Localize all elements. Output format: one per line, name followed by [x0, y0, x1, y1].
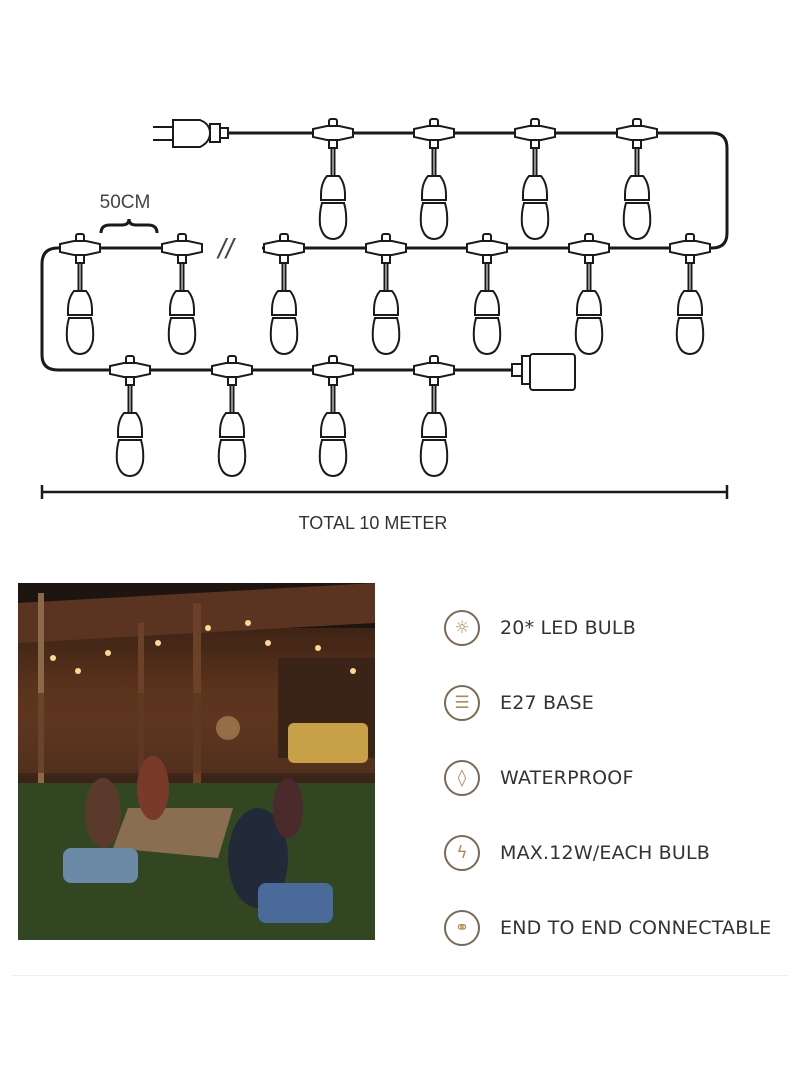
patio-lifestyle-photo [18, 583, 375, 940]
connector-icon: ⚭ [444, 910, 480, 946]
plug-icon [153, 119, 229, 148]
string-light-diagram: // 50CM TOTAL 10 METER [40, 118, 729, 533]
bulb-socket-icon [59, 233, 101, 356]
feature-item: ☰ E27 BASE [444, 685, 594, 721]
bulb-socket-icon [568, 233, 610, 356]
water-drop-icon: ◊ [444, 760, 480, 796]
total-length-ruler [40, 485, 729, 499]
bulb-socket-icon [312, 118, 354, 241]
feature-item: ϟ MAX.12W/EACH BULB [444, 835, 710, 871]
bulb-socket-icon [514, 118, 556, 241]
cable [40, 131, 729, 372]
feature-label: E27 BASE [500, 692, 594, 714]
bulb-socket-icon [669, 233, 711, 356]
bulb-socket-icon [312, 355, 354, 478]
end-connector-icon [511, 353, 576, 391]
feature-label: WATERPROOF [500, 767, 634, 789]
total-length-label: TOTAL 10 METER [299, 513, 448, 533]
bulb-socket-icon [211, 355, 253, 478]
bulb-socket-icon [161, 233, 203, 356]
bulb-socket-icon [466, 233, 508, 356]
bulb-socket-icon [413, 118, 455, 241]
feature-label: MAX.12W/EACH BULB [500, 842, 711, 864]
feature-item: ◊ WATERPROOF [444, 760, 634, 796]
bulb-socket-icon [263, 233, 305, 356]
feature-item: ⚭ END TO END CONNECTABLE [444, 910, 771, 946]
spacing-label: 50CM [100, 192, 151, 213]
bulb-socket-icon [413, 355, 455, 478]
feature-label: END TO END CONNECTABLE [500, 917, 772, 939]
lightning-icon: ϟ [444, 835, 480, 871]
bulb-socket-icon [616, 118, 658, 241]
feature-label: 20* LED BULB [500, 617, 636, 639]
e27-base-icon: ☰ [444, 685, 480, 721]
spacing-brace [99, 218, 159, 234]
bulb-socket-icon [109, 355, 151, 478]
break-mark: // [216, 233, 237, 264]
divider [12, 975, 788, 976]
bulb-icon: ☼ [444, 610, 480, 646]
feature-item: ☼ 20* LED BULB [444, 610, 636, 646]
bulb-socket-icon [365, 233, 407, 356]
